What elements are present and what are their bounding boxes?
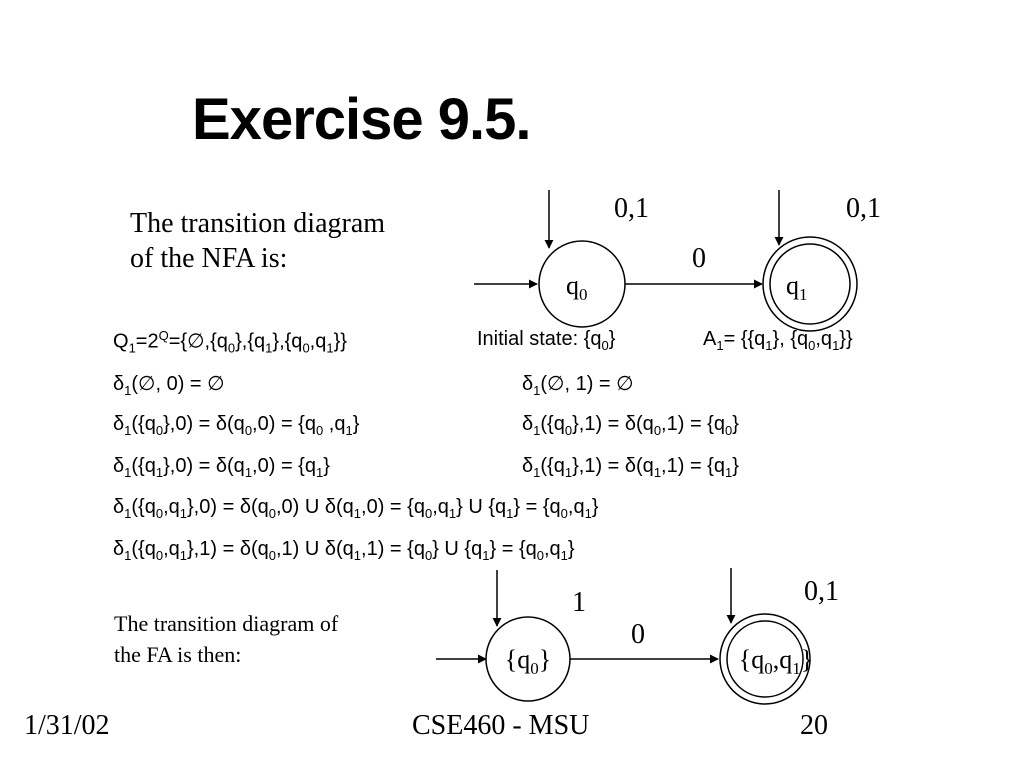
- fa-caption-line2: the FA is then:: [114, 642, 242, 667]
- eq-delta-q0-0: δ1({q0},0) = δ(q0,0) = {q0 ,q1}: [113, 413, 360, 438]
- nfa-state-q1-inner: [769, 243, 851, 325]
- footer-course: CSE460 - MSU: [412, 710, 590, 741]
- nfa-state-q1: [762, 236, 858, 332]
- footer-date: 1/31/02: [24, 710, 110, 741]
- nfa-caption-line2: of the NFA is:: [130, 243, 288, 274]
- nfa-loop-q1-label: 0,1: [846, 193, 881, 224]
- fa-edge-label: 0: [631, 619, 645, 650]
- eq-delta-empty-0: δ1(∅, 0) = ∅: [113, 373, 225, 398]
- eq-delta-q0-1: δ1({q0},1) = δ(q0,1) = {q0}: [522, 413, 739, 438]
- eq-states-line: Q1=2Q={∅,{q0},{q1},{q0,q1}}: [113, 328, 347, 356]
- eq-delta-q1-0: δ1({q1},0) = δ(q1,0) = {q1}: [113, 455, 330, 480]
- slide-title: Exercise 9.5.: [192, 87, 532, 152]
- eq-delta-q0q1-1: δ1({q0,q1},1) = δ(q0,1) U δ(q1,1) = {q0}…: [113, 538, 575, 563]
- fa-loop-q0q1-label: 0,1: [804, 576, 839, 607]
- eq-accepting-states: A1= {{q1}, {q0,q1}}: [703, 328, 853, 353]
- fa-diagram: {q0} 1 0 {q0,q1} 0,1: [436, 568, 839, 705]
- nfa-caption: The transition diagram of the NFA is:: [130, 206, 385, 276]
- nfa-edge-label: 0: [692, 243, 706, 274]
- eq-initial-state: Initial state: {q0}: [477, 328, 616, 353]
- fa-caption: The transition diagram of the FA is then…: [114, 608, 338, 670]
- fa-state-q0q1: [719, 613, 811, 705]
- nfa-state-q0-label: q0: [566, 271, 588, 304]
- eq-delta-q1-1: δ1({q1},1) = δ(q1,1) = {q1}: [522, 455, 739, 480]
- footer-page-number: 20: [800, 710, 828, 741]
- fa-loop-q0-label: 1: [572, 587, 586, 618]
- eq-delta-empty-1: δ1(∅, 1) = ∅: [522, 373, 634, 398]
- nfa-state-q0: [538, 240, 626, 328]
- eq-delta-q0q1-0: δ1({q0,q1},0) = δ(q0,0) U δ(q1,0) = {q0,…: [113, 496, 599, 521]
- fa-state-q0q1-inner: [726, 620, 804, 698]
- fa-state-q0-label: {q0}: [505, 645, 551, 678]
- fa-state-q0q1-label: {q0,q1}: [739, 645, 813, 678]
- nfa-diagram: q0 0,1 0 q1 0,1: [474, 190, 881, 332]
- nfa-loop-q0-label: 0,1: [614, 193, 649, 224]
- nfa-state-q1-label: q1: [786, 271, 808, 304]
- fa-caption-line1: The transition diagram of: [114, 611, 339, 636]
- nfa-caption-line1: The transition diagram: [130, 208, 386, 239]
